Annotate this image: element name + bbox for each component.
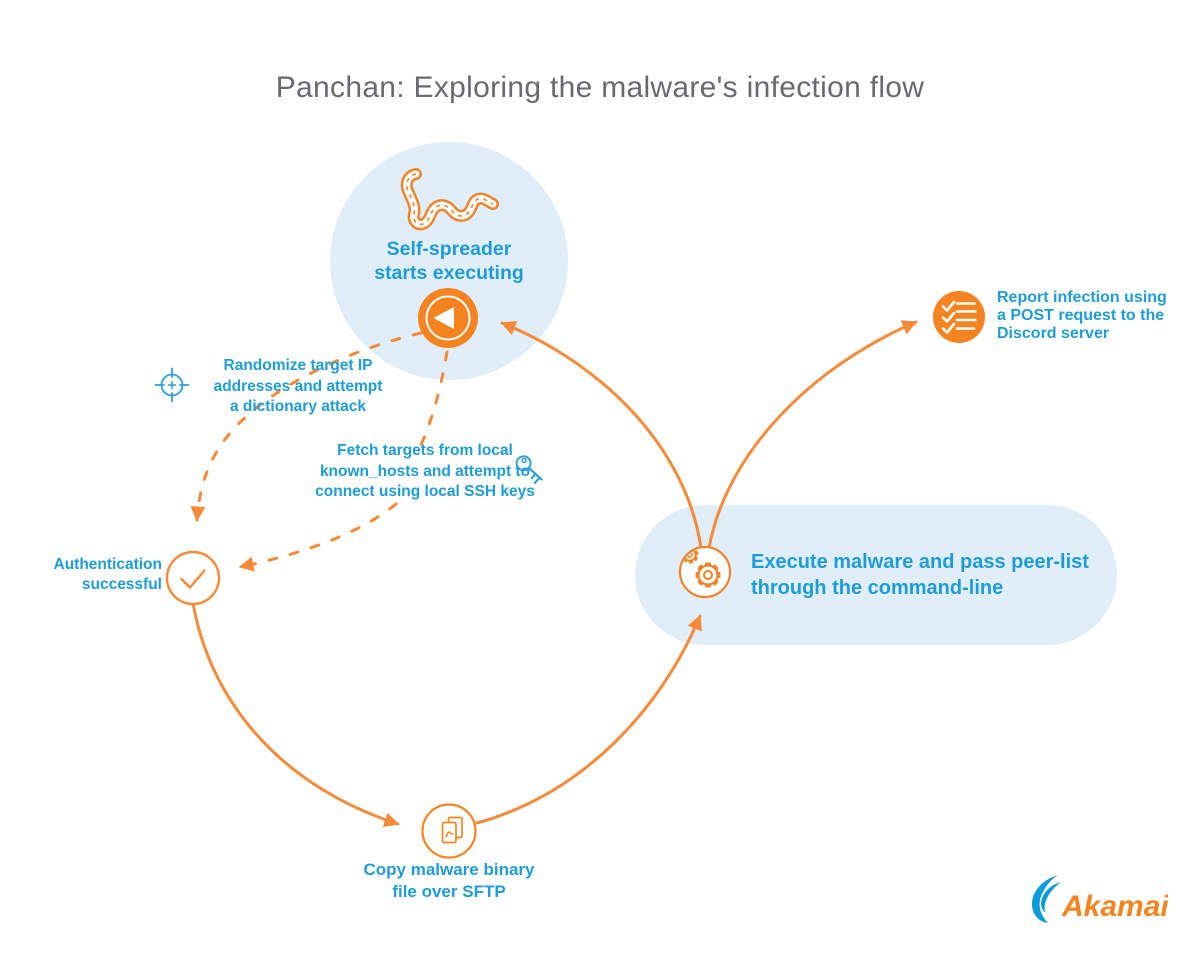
- copy-binary-label: Copy malware binary file over SFTP: [363, 860, 535, 901]
- auth-success-label: Authentication successful: [53, 556, 163, 593]
- gears-icon: [678, 545, 732, 599]
- arrow-auth-to-copy: [191, 601, 400, 828]
- execute-malware-label: Execute malware and pass peer-list throu…: [751, 551, 1089, 599]
- check-circle-icon: [165, 550, 221, 606]
- arrow-fetch-to-auth-dashed: [238, 502, 398, 572]
- diagram-title: Panchan: Exploring the malware's infecti…: [275, 71, 925, 104]
- crosshair-target-icon: [154, 367, 190, 403]
- randomize-label: Randomize target IP addresses and attemp…: [213, 357, 383, 415]
- arrow-play-to-fetch-dashed: [418, 350, 449, 449]
- arrow-play-to-auth-dashed: [190, 331, 423, 522]
- arrow-execute-to-report: [707, 320, 918, 550]
- ssh-key-icon: [515, 455, 543, 484]
- fetch-targets-label: Fetch targets from local known_hosts and…: [315, 442, 535, 500]
- worm-icon: [400, 168, 499, 231]
- akamai-swoosh-icon: [1031, 875, 1061, 923]
- arrow-copy-to-execute: [475, 614, 702, 825]
- akamai-logo: Akamai: [1031, 875, 1168, 923]
- play-icon: [418, 288, 478, 348]
- self-spreader-label: Self-spreader starts executing: [374, 238, 524, 284]
- checklist-icon: [933, 291, 985, 343]
- akamai-logo-text: Akamai: [1061, 890, 1168, 923]
- report-infection-label: Report infection using a POST request to…: [997, 289, 1167, 342]
- arrow-execute-to-play: [500, 321, 703, 550]
- copy-files-icon: [421, 803, 477, 859]
